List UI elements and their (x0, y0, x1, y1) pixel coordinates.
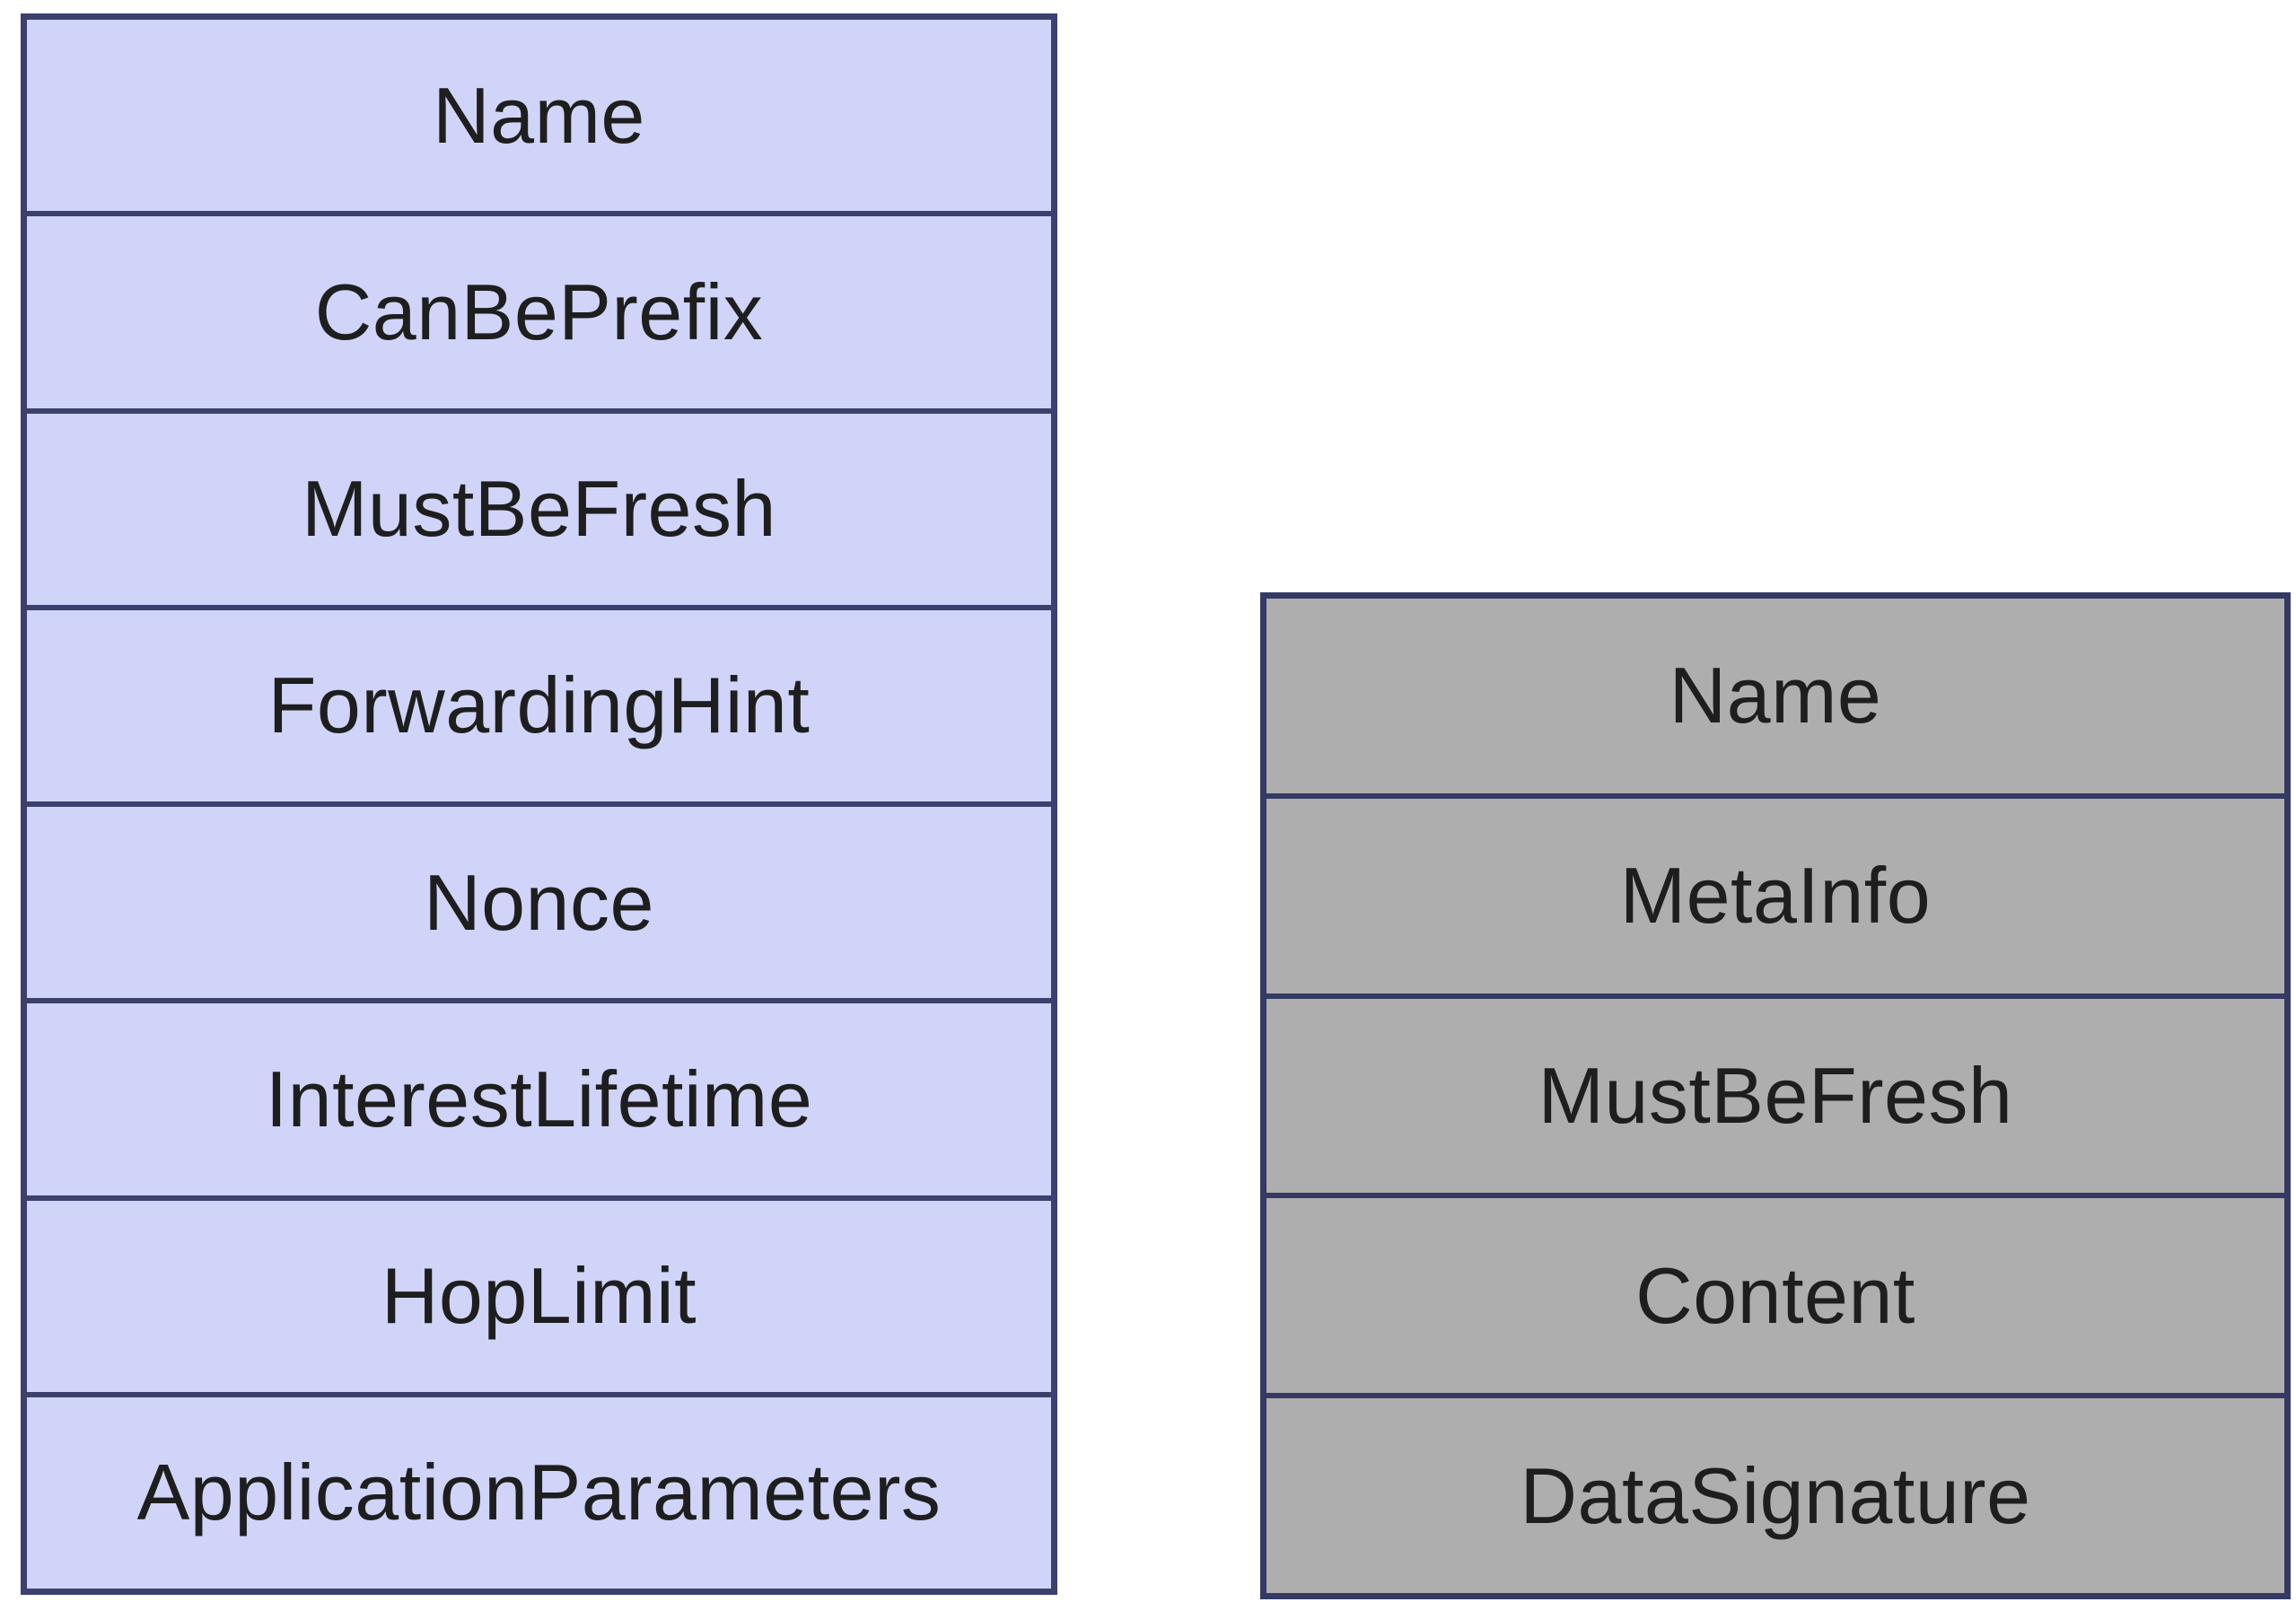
table-row: Content (1266, 1193, 2284, 1393)
table-row: CanBePrefix (27, 211, 1051, 407)
table-row: Name (433, 70, 645, 160)
table-row: InterestLifetime (27, 998, 1051, 1195)
table-row: ApplicationParameters (27, 1391, 1051, 1589)
table-row: HopLimit (27, 1195, 1051, 1392)
table-row: ForwardingHint (27, 604, 1051, 801)
table-row: MetaInfo (1266, 792, 2284, 994)
table-row: Name (1669, 651, 1882, 740)
right-field-stack: Name MetaInfo MustBeFresh Content DataSi… (1260, 592, 2291, 1599)
table-row: MustBeFresh (1266, 993, 2284, 1194)
table-row: MustBeFresh (27, 407, 1051, 605)
table-row: DataSignature (1266, 1393, 2284, 1593)
left-field-stack: Name CanBePrefix MustBeFresh ForwardingH… (21, 13, 1057, 1595)
table-row: Nonce (27, 801, 1051, 998)
